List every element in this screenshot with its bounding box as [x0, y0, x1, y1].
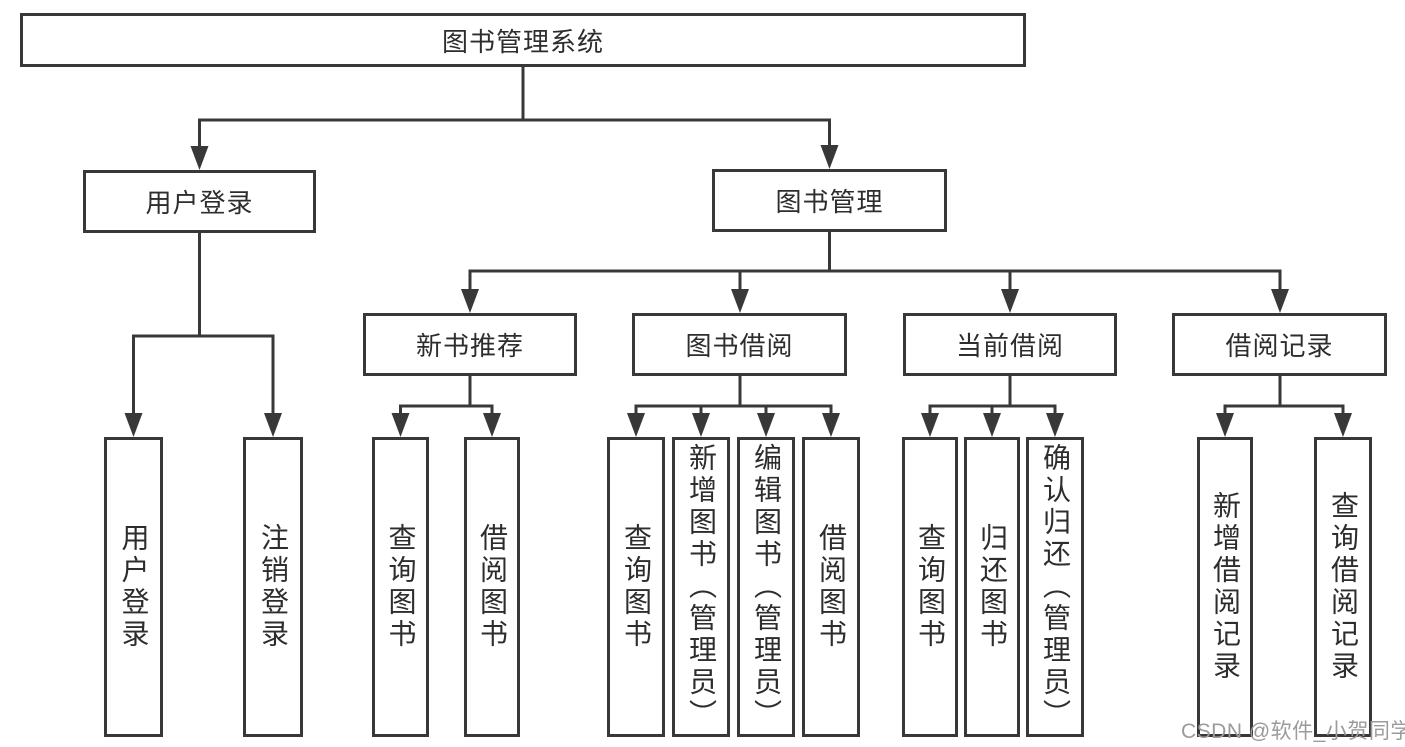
node-book-mgmt: 图书管理 [712, 169, 947, 232]
leaf-label: 查询借阅记录 [1328, 491, 1359, 683]
arrowheads [124, 145, 1352, 437]
arrow-icon [757, 413, 775, 437]
leaf-add-book: 新增图书（管理员） [672, 437, 730, 737]
arrow-icon [983, 413, 1001, 437]
leaf-label: 编辑图书（管理员） [751, 443, 782, 731]
leaf-query-book-borrow: 查询图书 [607, 437, 665, 737]
leaf-label: 查询图书 [915, 523, 946, 651]
node-new-book-rec: 新书推荐 [363, 313, 577, 376]
arrow-icon [461, 289, 479, 313]
leaf-label: 查询图书 [385, 523, 417, 651]
node-user-login: 用户登录 [83, 170, 316, 233]
leaf-confirm-return: 确认归还（管理员） [1026, 437, 1084, 737]
leaf-logout: 注销登录 [243, 437, 303, 737]
leaf-label: 新增借阅记录 [1210, 491, 1241, 683]
connector-borrow-record-split [1223, 374, 1345, 418]
node-book-borrow: 图书借阅 [632, 313, 847, 376]
leaf-label: 确认归还（管理员） [1040, 443, 1071, 731]
arrow-icon [264, 413, 282, 437]
leaf-query-book-current: 查询图书 [902, 437, 958, 737]
csdn-watermark: CSDN @软件_小贺同学 [1181, 720, 1405, 743]
arrow-icon [190, 146, 209, 170]
leaf-borrow-book-borrow: 借阅图书 [802, 437, 860, 737]
leaf-label: 借阅图书 [816, 523, 847, 651]
leaf-borrow-book-newrec: 借阅图书 [464, 437, 520, 737]
leaf-query-book-newrec: 查询图书 [372, 437, 429, 737]
node-borrow-record: 借阅记录 [1172, 313, 1387, 376]
connector-root-split [198, 64, 831, 152]
arrow-icon [1216, 413, 1234, 437]
arrow-icon [1334, 413, 1352, 437]
connector-user-login-split [132, 231, 275, 418]
node-current-borrow: 当前借阅 [903, 313, 1117, 376]
arrow-icon [1271, 289, 1289, 313]
arrow-icon [124, 413, 143, 437]
node-root: 图书管理系统 [20, 13, 1026, 67]
leaf-query-record: 查询借阅记录 [1314, 437, 1372, 737]
connector-current-borrow-split [928, 374, 1057, 418]
arrow-icon [483, 413, 501, 437]
arrow-icon [921, 413, 939, 437]
leaf-label: 归还图书 [977, 523, 1008, 651]
arrow-icon [1001, 289, 1019, 313]
arrow-icon [731, 289, 749, 313]
arrow-icon [820, 145, 839, 169]
leaf-add-record: 新增借阅记录 [1197, 437, 1253, 737]
leaf-label: 查询图书 [621, 523, 652, 651]
leaf-label: 用户登录 [118, 523, 150, 651]
leaf-edit-book: 编辑图书（管理员） [737, 437, 795, 737]
leaf-label: 借阅图书 [477, 523, 508, 651]
arrow-icon [391, 413, 410, 437]
arrow-icon [822, 413, 840, 437]
connector-book-borrow-split [634, 374, 833, 418]
leaf-return-book: 归还图书 [964, 437, 1020, 737]
connector-new-book-rec-split [399, 374, 494, 418]
leaf-label: 新增图书（管理员） [686, 443, 717, 731]
arrow-icon [692, 413, 710, 437]
leaf-user-login: 用户登录 [104, 437, 163, 737]
arrow-icon [627, 413, 645, 437]
arrow-icon [1046, 413, 1064, 437]
connector-book-mgmt-split [468, 230, 1282, 294]
leaf-label: 注销登录 [258, 523, 289, 651]
